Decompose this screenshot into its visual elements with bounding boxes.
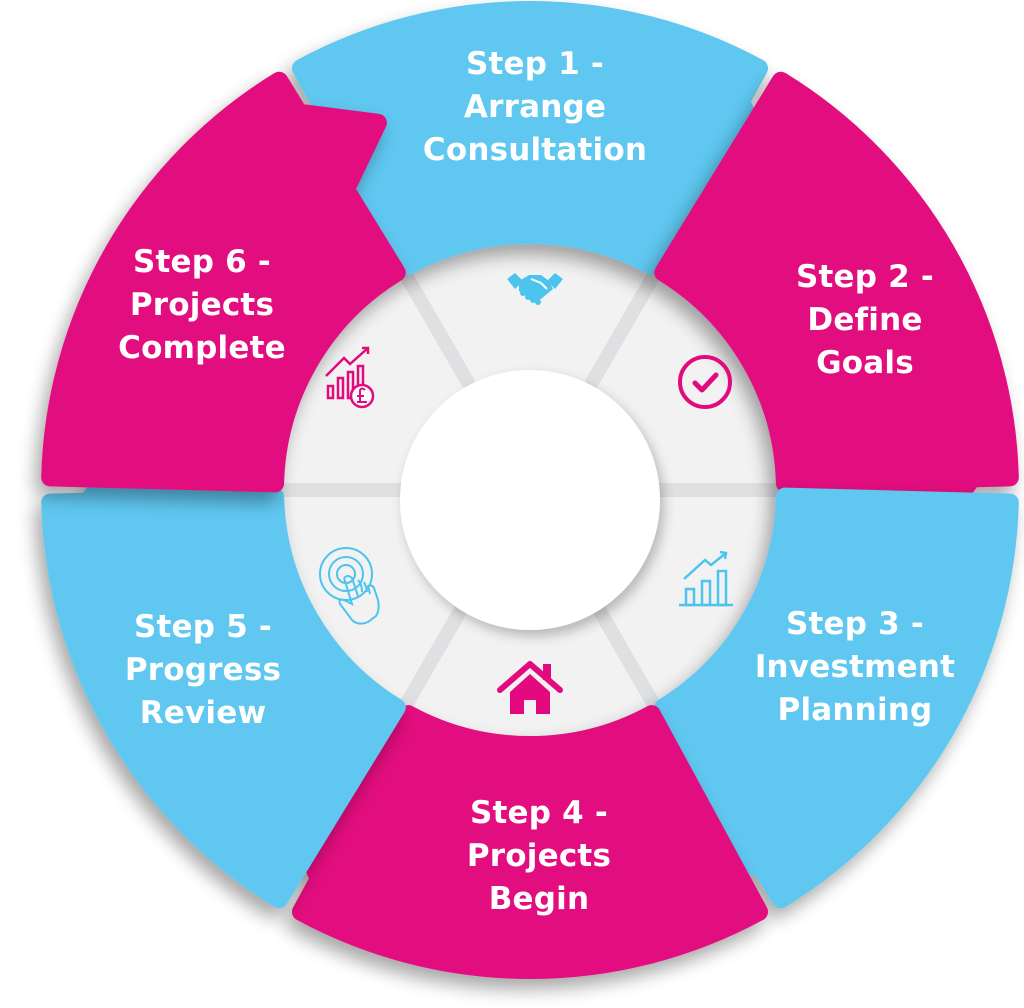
step-3-label: Step 3 - Investment Planning xyxy=(725,603,985,732)
step-6-title: Step 6 - xyxy=(133,244,271,280)
pound-growth-chart-icon xyxy=(325,346,375,409)
step-6-label: Step 6 - Projects Complete xyxy=(72,241,332,370)
step-4-title: Step 4 - xyxy=(470,795,608,831)
step-6-segment xyxy=(41,71,406,493)
step-5-title: Step 5 - xyxy=(134,609,272,645)
step-3-segment xyxy=(654,487,1019,909)
step-1-name-line-2: Consultation xyxy=(422,132,648,168)
step-5-name-line-1: Progress xyxy=(124,652,282,688)
ring-divider xyxy=(585,255,669,389)
step-3-name-line-2: Planning xyxy=(777,692,933,728)
growth-chart-icon xyxy=(679,550,733,607)
step-6-name-line-1: Projects xyxy=(129,287,275,323)
center-hub xyxy=(400,370,660,630)
home-icon xyxy=(497,661,563,714)
step-6-name-line-2: Complete xyxy=(118,330,286,366)
step-1-name-line-1: Arrange xyxy=(463,89,607,125)
step-1-label: Step 1 - Arrange Consultation xyxy=(405,43,665,172)
step-4-name-line-2: Begin xyxy=(488,881,590,917)
center-circle xyxy=(400,370,660,630)
step-4-segment xyxy=(279,705,769,979)
step-2-name-line-1: Define xyxy=(807,302,923,338)
check-circle-icon xyxy=(678,355,732,409)
step-5-name-line-2: Review xyxy=(139,695,267,731)
touch-hand-icon xyxy=(319,547,380,625)
step-5-label: Step 5 - Progress Review xyxy=(73,606,333,735)
step-3-name-line-1: Investment xyxy=(754,649,956,685)
step-2-segment xyxy=(654,71,1019,551)
ring-divider xyxy=(391,255,475,389)
step-3-title: Step 3 - xyxy=(786,606,924,642)
step-4-label: Step 4 - Projects Begin xyxy=(409,792,669,921)
handshake-icon xyxy=(507,273,563,305)
step-2-name-line-2: Goals xyxy=(816,345,914,381)
ring-divider xyxy=(585,591,669,725)
step-1-segment xyxy=(291,1,781,275)
ring-divider xyxy=(391,591,475,725)
step-4-name-line-1: Projects xyxy=(466,838,612,874)
step-5-segment xyxy=(41,429,406,909)
step-icons xyxy=(319,273,733,714)
step-1-title: Step 1 - xyxy=(466,46,604,82)
step-2-title: Step 2 - xyxy=(796,259,934,295)
step-segments xyxy=(41,1,1019,979)
step-2-label: Step 2 - Define Goals xyxy=(735,256,995,385)
